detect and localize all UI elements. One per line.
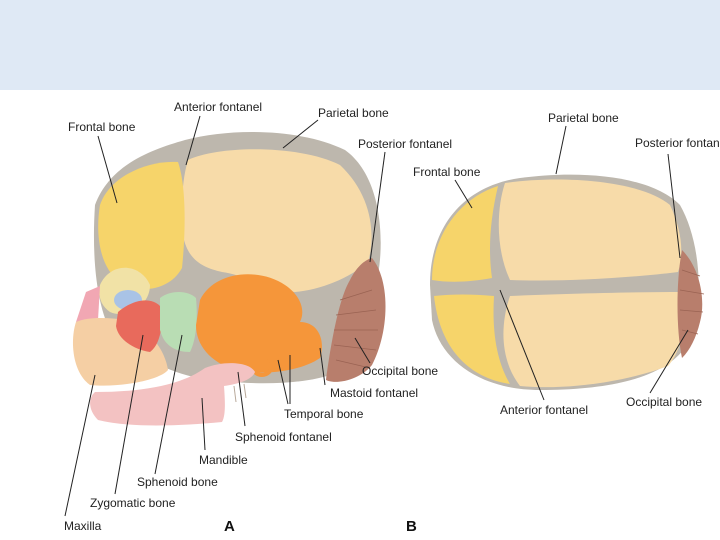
label-parietal-bone-a: Parietal bone: [318, 106, 389, 120]
leader-anterior-a: [185, 115, 201, 166]
leader-posterior-b: [667, 153, 681, 259]
label-frontal-bone-a: Frontal bone: [68, 120, 136, 134]
leader-frontal-b: [454, 179, 473, 209]
panel-b-labels: Parietal bone Posterior fontanel Frontal…: [406, 111, 720, 535]
leader-maxilla-a: [64, 374, 96, 517]
leader-frontal-a: [97, 135, 118, 204]
parietal-bone-a: [181, 149, 372, 292]
label-mandible-a: Mandible: [199, 453, 248, 467]
leader-anterior-b: [499, 289, 545, 401]
leader-parietal-b: [555, 125, 567, 175]
occipital-bone-a: [326, 258, 386, 382]
leader-occipital-b: [649, 329, 689, 394]
occipital-bone-b: [677, 250, 703, 358]
mandible-a: [90, 363, 255, 426]
panel-a-lateral-skull: [72, 131, 386, 426]
leader-sphenoid-fontanel-a: [237, 371, 246, 427]
label-parietal-bone-b: Parietal bone: [548, 111, 619, 125]
label-occipital-bone-a: Occipital bone: [362, 364, 438, 378]
frontal-bone-a: [98, 161, 185, 290]
label-posterior-fontanel-a: Posterior fontanel: [358, 137, 452, 151]
occipital-texture-a: [333, 289, 378, 369]
frontal-bone-top-b: [432, 186, 498, 282]
label-posterior-fontanel-b: Posterior fontanel: [635, 136, 720, 150]
parietal-bone-top-b: [498, 179, 682, 281]
label-maxilla-a: Maxilla: [64, 519, 102, 533]
frontal-bone-bottom-b: [434, 294, 510, 384]
panel-a-leaders: [64, 115, 386, 517]
parietal-bone-bottom-b: [503, 292, 685, 388]
label-mastoid-fontanel-a: Mastoid fontanel: [330, 386, 418, 400]
label-sphenoid-fontanel-a: Sphenoid fontanel: [235, 430, 332, 444]
label-temporal-bone-a: Temporal bone: [284, 407, 364, 421]
leader-mastoid-a: [319, 347, 326, 386]
ear-ring-a: [250, 353, 274, 377]
panel-a-labels: Frontal bone Anterior fontanel Parietal …: [64, 100, 452, 535]
occipital-texture-b: [679, 269, 705, 335]
panel-label-b: B: [406, 518, 417, 535]
zygomatic-bone-a: [116, 300, 162, 352]
nasal-bone-a: [76, 286, 100, 322]
leader-posterior-a: [369, 151, 386, 263]
label-frontal-bone-b: Frontal bone: [413, 165, 481, 179]
panel-label-a: A: [224, 518, 235, 535]
label-sphenoid-bone-a: Sphenoid bone: [137, 475, 218, 489]
label-occipital-bone-b: Occipital bone: [626, 395, 702, 409]
leader-mandible-a: [201, 397, 206, 451]
panel-b-leaders: [454, 125, 689, 401]
panel-b-superior-skull: [430, 174, 705, 390]
label-anterior-fontanel-b: Anterior fontanel: [500, 403, 588, 417]
leader-parietal-a: [282, 119, 319, 149]
header-band: [0, 0, 720, 90]
leader-zygomatic-a: [114, 334, 144, 495]
leader-occipital-a: [354, 337, 371, 364]
leader-sphenoid-a: [154, 334, 183, 475]
label-anterior-fontanel-a: Anterior fontanel: [174, 100, 262, 114]
suture-mark-a: [233, 383, 247, 403]
temporal-bone-a: [196, 274, 322, 373]
label-zygomatic-bone-a: Zygomatic bone: [90, 496, 176, 510]
leader-temporal-a1: [277, 359, 289, 405]
sphenoid-bone-a: [160, 292, 197, 352]
